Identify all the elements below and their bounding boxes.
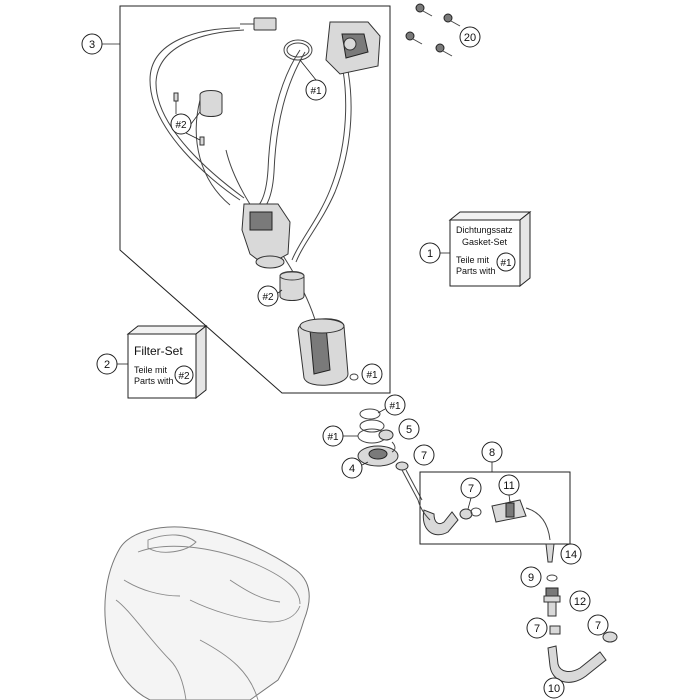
svg-text:2: 2 (104, 359, 110, 371)
svg-text:14: 14 (565, 549, 577, 561)
screws-group (405, 3, 461, 57)
callout-ref1-flange: #1 (305, 79, 327, 101)
fuel-pump-hoses (149, 27, 352, 331)
small-o-ring (349, 373, 359, 381)
leader-line (190, 111, 201, 125)
callout-ref2-sleeve: #2 (257, 285, 279, 307)
pump-flange-plate (325, 21, 381, 75)
callout-3: 3 (81, 33, 103, 55)
pump-regulator (241, 203, 291, 269)
svg-text:#1: #1 (389, 401, 401, 412)
callout-12: 12 (569, 590, 591, 612)
fuel-hose-10 (547, 645, 607, 683)
svg-text:#1: #1 (327, 432, 339, 443)
part-7-upper (395, 461, 423, 501)
callout-7-lower-left: 7 (526, 617, 548, 639)
svg-text:11: 11 (503, 480, 514, 492)
svg-text:#2: #2 (262, 292, 274, 303)
fuel-pump-assembly-frame (119, 5, 391, 394)
clamp-7-right (602, 631, 618, 643)
callout-8: 8 (481, 441, 503, 463)
o-ring-9 (546, 574, 558, 582)
leader-line (508, 494, 511, 503)
svg-text:7: 7 (595, 620, 601, 632)
callout-ref1-lower-right: #1 (384, 394, 406, 416)
gasket-set-title-de: Dichtungssatz (456, 225, 513, 235)
callout-ref1-pump: #1 (361, 363, 383, 385)
fuel-pump-filter (297, 318, 359, 386)
flange-o-ring (283, 39, 313, 61)
svg-text:#2: #2 (175, 120, 187, 131)
svg-text:8: 8 (489, 447, 495, 459)
svg-text:4: 4 (349, 463, 355, 475)
callout-14: 14 (560, 543, 582, 565)
leader-line (185, 132, 201, 141)
leader-line (377, 408, 386, 414)
filter-set-parts-de: Teile mit (134, 365, 168, 375)
callout-5: 5 (398, 418, 420, 440)
leader-line (467, 497, 472, 510)
gasket-set-title-en: Gasket-Set (462, 237, 508, 247)
clamp-7-left (549, 625, 561, 635)
svg-text:9: 9 (528, 572, 534, 584)
leader-line (277, 289, 283, 294)
svg-text:20: 20 (464, 32, 476, 44)
part-5 (378, 429, 396, 453)
gasket-set-box: Dichtungssatz Gasket-Set Teile mit Parts… (448, 210, 532, 288)
callout-ref1-lower-left: #1 (322, 425, 344, 447)
small-filter-parts (173, 90, 223, 146)
callout-4: 4 (341, 457, 363, 479)
callout-2: 2 (96, 353, 118, 375)
callout-20: 20 (459, 26, 481, 48)
svg-text:5: 5 (406, 424, 412, 436)
pump-sleeve (279, 271, 305, 301)
fitting-12 (543, 587, 561, 617)
filter-set-box: Filter-Set Teile mit Parts with #2 (126, 324, 208, 400)
svg-text:7: 7 (468, 483, 474, 495)
callout-7-hose-set: 7 (460, 477, 482, 499)
svg-text:#1: #1 (310, 86, 322, 97)
quick-connector-11 (491, 499, 551, 541)
callout-7-upper: 7 (413, 444, 435, 466)
filter-set-ref: #2 (178, 371, 190, 382)
flange-part-4 (357, 445, 399, 467)
svg-text:1: 1 (427, 248, 433, 260)
leader-line (299, 59, 317, 81)
gasket-set-ref: #1 (500, 258, 512, 269)
svg-text:10: 10 (548, 683, 560, 695)
callout-11: 11 (498, 474, 520, 496)
svg-text:#1: #1 (366, 370, 378, 381)
electrical-connector (240, 17, 277, 31)
callout-7-lower-right: 7 (587, 614, 609, 636)
svg-text:7: 7 (421, 450, 427, 462)
filter-set-title: Filter-Set (134, 344, 183, 358)
hose-clamp-7 (459, 507, 482, 520)
callout-ref2-upper: #2 (170, 113, 192, 135)
gasket-set-parts-en: Parts with (456, 266, 496, 276)
fuel-tank (104, 526, 310, 700)
svg-text:7: 7 (534, 623, 540, 635)
part-14 (545, 543, 555, 563)
callout-9: 9 (520, 566, 542, 588)
callout-1: 1 (419, 242, 441, 264)
svg-text:3: 3 (89, 39, 95, 51)
callout-10: 10 (543, 677, 565, 699)
elbow-hose (417, 499, 459, 536)
gasket-set-parts-de: Teile mit (456, 255, 490, 265)
svg-text:12: 12 (574, 596, 586, 608)
leader-line (361, 461, 369, 466)
filter-set-parts-en: Parts with (134, 376, 174, 386)
